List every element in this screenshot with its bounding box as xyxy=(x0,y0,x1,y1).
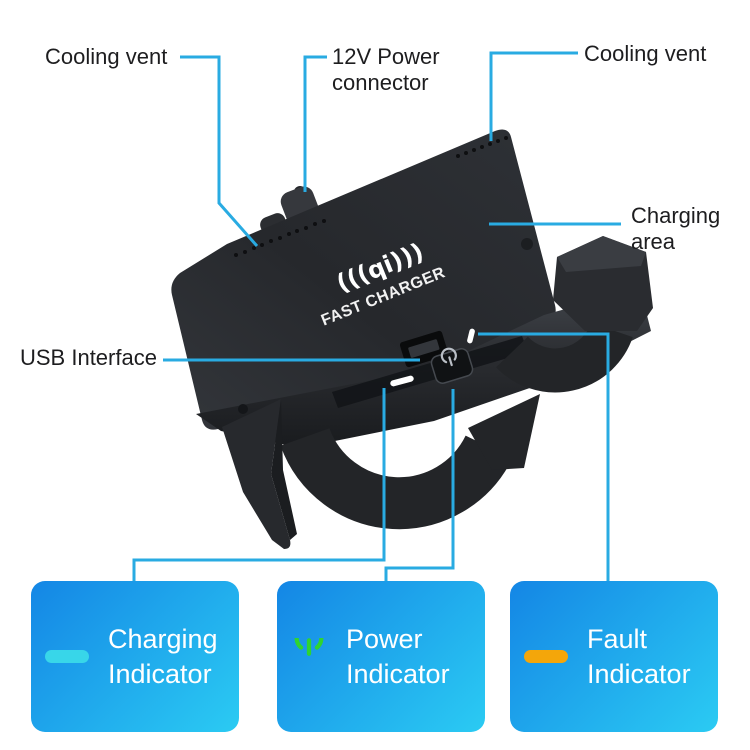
cooling-vent-holes-right xyxy=(456,136,508,158)
amber-dash-icon xyxy=(524,650,568,663)
power-button xyxy=(430,347,474,384)
leader-fault-indicator xyxy=(478,332,610,581)
base-ledge xyxy=(196,288,651,448)
power-indicator-label: Power Indicator xyxy=(346,622,450,692)
label-charging-area: Charging area xyxy=(631,203,720,255)
fault-led xyxy=(467,328,475,344)
label-12v-line2: connector xyxy=(332,70,429,95)
label-area-line1: Charging xyxy=(631,203,721,228)
label-12v-line1: 12V Power xyxy=(332,44,440,69)
label-12v-power-connector: 12V Power connector xyxy=(332,44,440,96)
cup-holder-wall-left xyxy=(280,427,513,530)
power-indicator-card: Power Indicator xyxy=(277,581,485,732)
leader-cooling-vent-left xyxy=(180,55,259,247)
card-line1: Fault xyxy=(587,623,648,654)
label-cooling-vent-right: Cooling vent xyxy=(584,41,707,66)
power-symbol-icon xyxy=(294,637,324,656)
card-line2: Indicator xyxy=(587,658,691,689)
leader-cooling-vent-right xyxy=(489,51,578,141)
screw xyxy=(238,404,248,414)
fault-indicator-card: Fault Indicator xyxy=(510,581,718,732)
label-usb-interface: USB Interface xyxy=(20,345,157,370)
charging-led xyxy=(390,375,414,387)
ledge-recess xyxy=(332,336,528,408)
label-cooling-vent-left: Cooling vent xyxy=(45,44,168,69)
cup-holder-wall-right xyxy=(496,321,633,393)
leader-12v-connector xyxy=(303,55,327,192)
card-line1: Power xyxy=(346,623,423,654)
label-area-line2: area xyxy=(631,229,676,254)
charging-indicator-card: Charging Indicator xyxy=(31,581,239,732)
leader-power-indicator xyxy=(384,389,455,581)
right-bracket-top-face xyxy=(557,236,646,272)
cup-holder-divider xyxy=(468,394,540,470)
cooling-vent-holes-left xyxy=(234,219,326,257)
card-line2: Indicator xyxy=(346,658,450,689)
left-foot-side-face xyxy=(271,399,297,540)
charging-indicator-label: Charging Indicator xyxy=(108,622,218,692)
cyan-dash-icon xyxy=(45,650,89,663)
leader-charging-indicator xyxy=(132,388,386,581)
card-line1: Charging xyxy=(108,623,218,654)
usb-tongue xyxy=(408,339,440,358)
power-button-icon xyxy=(440,347,457,367)
left-foot xyxy=(222,399,291,549)
fault-indicator-label: Fault Indicator xyxy=(587,622,691,692)
card-line2: Indicator xyxy=(108,658,212,689)
right-hinge-knob xyxy=(521,238,533,250)
